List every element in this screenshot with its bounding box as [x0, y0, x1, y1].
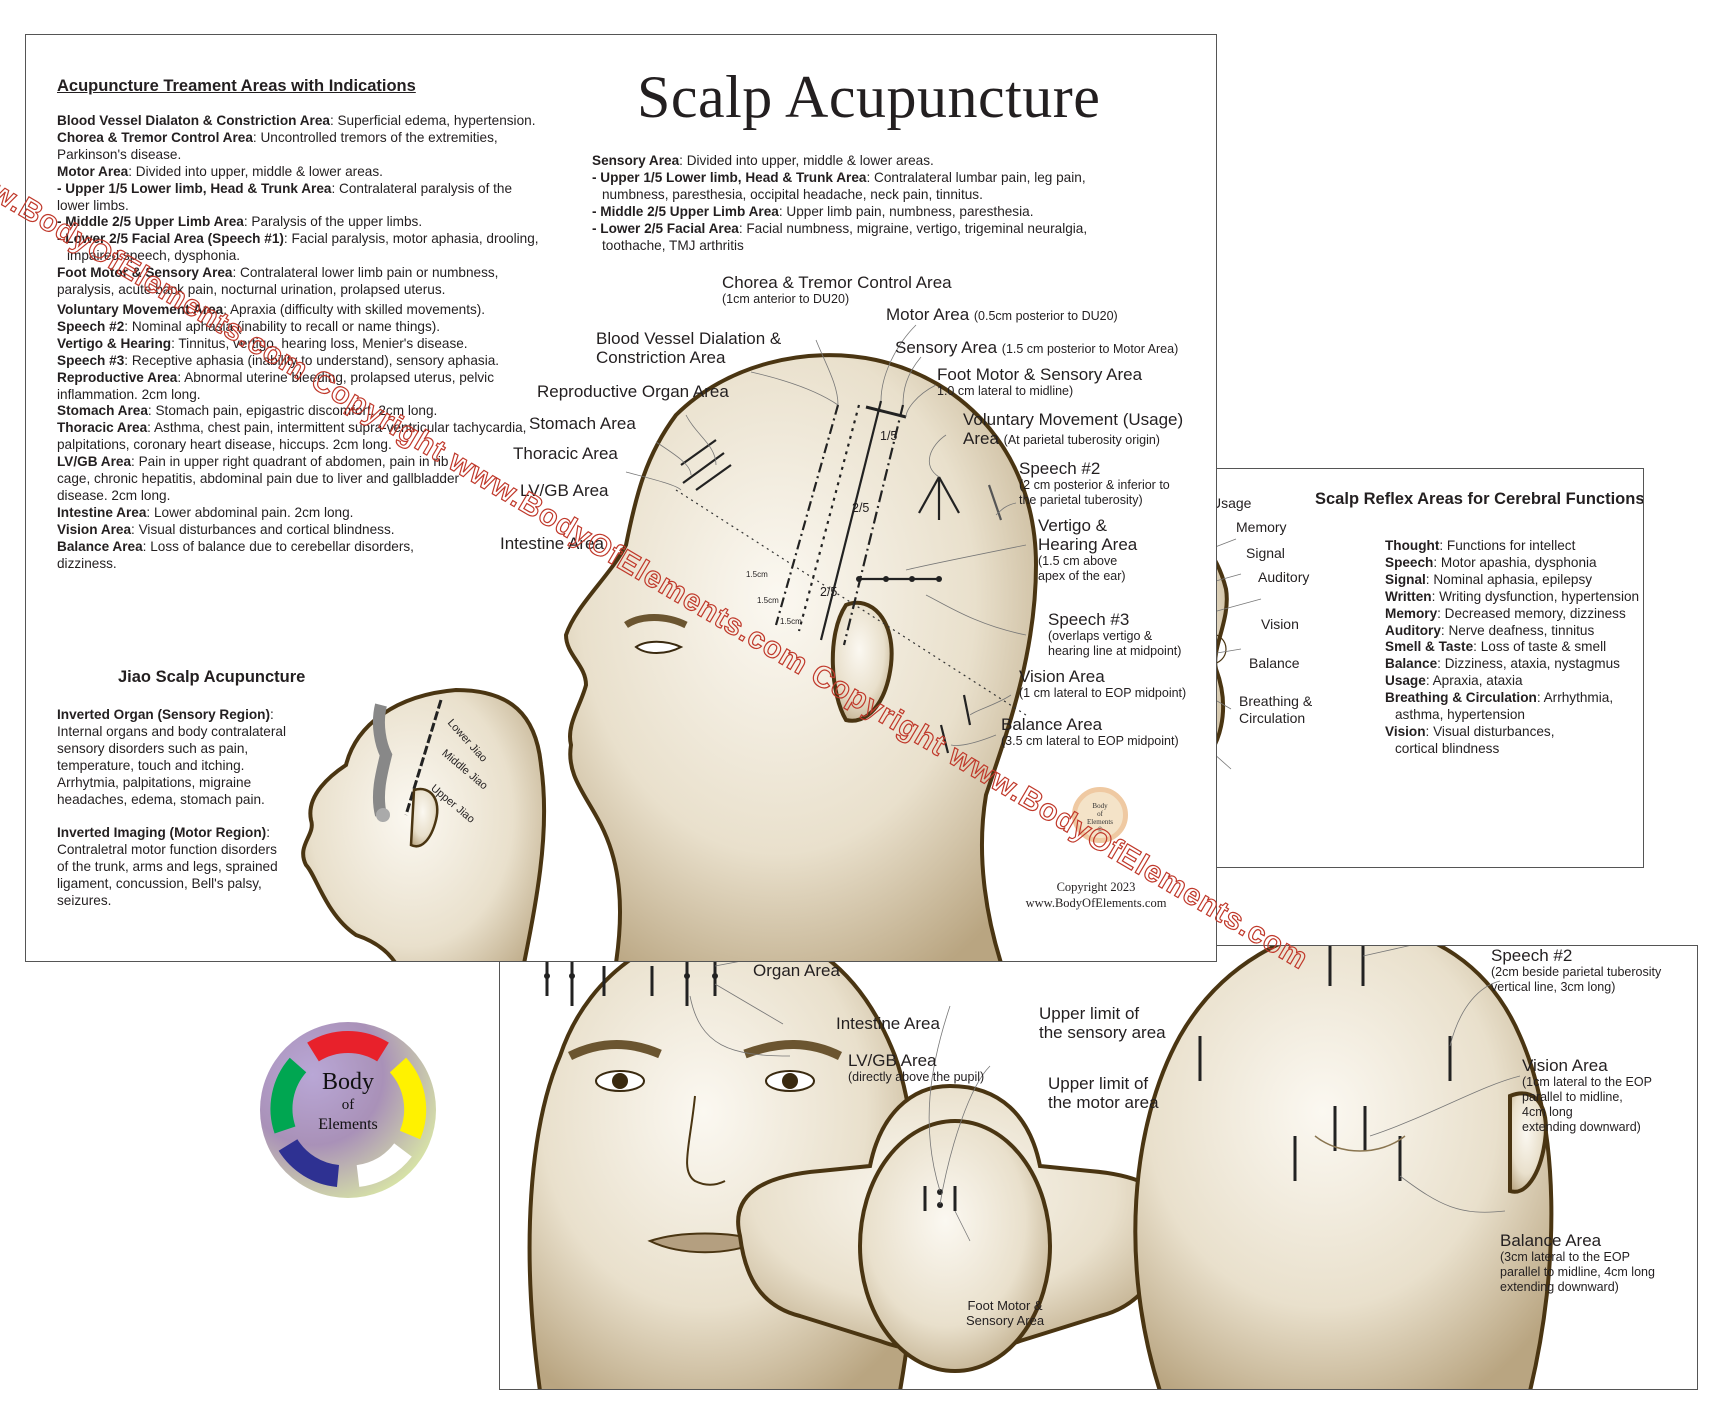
spacing-label: 1.5cm: [757, 596, 779, 605]
reflex-label-signal: Signal: [1246, 545, 1285, 561]
fraction-2-5-upper: 2/5: [852, 501, 870, 515]
side-head-illustration: [301, 324, 1039, 961]
reflex-label-breathing: Breathing & Circulation: [1239, 693, 1313, 726]
jiao-list: Inverted Organ (Sensory Region): Interna…: [57, 707, 289, 910]
indication-item: Stomach Area: Stomach pain, epigastric d…: [57, 403, 438, 419]
sensory-item: Sensory Area: Divided into upper, middle…: [592, 153, 934, 168]
indication-item: LV/GB Area: Pain in upper right quadrant…: [57, 454, 460, 503]
reflex-item: Smell & Taste: Loss of taste & smell: [1385, 639, 1607, 655]
indication-item: - Lower 2/5 Facial Area (Speech #1): Fac…: [57, 231, 539, 264]
indication-item: Motor Area: Divided into upper, middle &…: [57, 163, 383, 179]
label-vision-rear: Vision Area (1cm lateral to the EOP para…: [1522, 1056, 1652, 1134]
label-balance: Balance Area (3.5 cm lateral to EOP midp…: [1001, 715, 1179, 748]
indication-item: Vision Area: Visual disturbances and cor…: [57, 521, 395, 537]
spacing-label: 1.5cm: [746, 570, 768, 579]
indication-item: Blood Vessel Dialaton & Constriction Are…: [57, 113, 536, 128]
reflex-item: Thought: Functions for intellect: [1385, 538, 1576, 553]
spacing-label: 1.5cm: [780, 617, 802, 626]
scalp-acupuncture-panel: Scalp Acupuncture Acupuncture Treament A…: [25, 34, 1217, 962]
indication-item: Voluntary Movement Area: Apraxia (diffic…: [57, 301, 486, 317]
fraction-2-5-lower: 2/5: [820, 585, 838, 599]
label-intestine: Intestine Area: [500, 534, 604, 553]
label-foot-motor: Foot Motor & Sensory Area 1.0 cm lateral…: [937, 365, 1143, 398]
indication-item: Balance Area: Loss of balance due to cer…: [57, 538, 414, 571]
reflex-item: Auditory: Nerve deafness, tinnitus: [1385, 622, 1595, 638]
label-sensory: Sensory Area (1.5 cm posterior to Motor …: [895, 338, 1179, 357]
label-chorea: Chorea & Tremor Control Area (1cm anteri…: [722, 273, 952, 306]
label-intestine-front: Intestine Area: [836, 1014, 940, 1033]
sensory-item: - Middle 2/5 Upper Limb Area: Upper limb…: [592, 203, 1034, 219]
reflex-item: Speech: Motor apashia, dysphonia: [1385, 554, 1597, 570]
fraction-1-5: 1/5: [880, 429, 898, 443]
reflex-item: Balance: Dizziness, ataxia, nystagmus: [1385, 656, 1620, 672]
indication-item: Speech #3: Receptive aphasia (inability …: [57, 352, 500, 368]
reflex-item: Vision: Visual disturbances, cortical bl…: [1385, 723, 1555, 756]
jiao-item: Inverted Imaging (Motor Region): Contral…: [57, 825, 278, 909]
main-title: Scalp Acupuncture: [637, 64, 1101, 130]
copyright-notice: Copyright 2023 www.BodyOfElements.com: [1025, 880, 1167, 910]
indication-item: Foot Motor & Sensory Area: Contralateral…: [57, 265, 499, 298]
back-head-illustration: [1133, 946, 1554, 1389]
reflex-label-vision: Vision: [1261, 616, 1299, 632]
indications-heading: Acupuncture Treament Areas with Indicati…: [57, 77, 416, 95]
indication-item: Intestine Area: Lower abdominal pain. 2c…: [57, 504, 354, 520]
label-stomach: Stomach Area: [529, 414, 636, 433]
logo-text: Body of Elements: [318, 1069, 378, 1133]
reflex-item: Written: Writing dysfunction, hypertensi…: [1385, 588, 1640, 604]
label-foot-motor-top: Foot Motor & Sensory Area: [966, 1298, 1045, 1328]
sensory-description: Sensory Area: Divided into upper, middle…: [592, 153, 1137, 254]
reflex-heading: Scalp Reflex Areas for Cerebral Function…: [1315, 490, 1644, 508]
label-motor: Motor Area (0.5cm posterior to DU20): [886, 305, 1118, 324]
reflex-item: Signal: Nominal aphasia, epilepsy: [1385, 571, 1593, 587]
reflex-item: Memory: Decreased memory, dizziness: [1385, 605, 1626, 621]
small-logo: Body of Elements ©: [1072, 787, 1128, 843]
label-speech2: Speech #2 (2 cm posterior & inferior to …: [1019, 459, 1170, 507]
label-blood-vessel: Blood Vessel Dialation & Constriction Ar…: [596, 329, 782, 367]
label-vertigo: Vertigo & Hearing Area (1.5 cm above ape…: [1038, 516, 1138, 583]
indication-item: Speech #2: Nominal aphasia (inability to…: [57, 318, 441, 334]
indication-item: Chorea & Tremor Control Area: Uncontroll…: [57, 129, 498, 162]
body-of-elements-logo: Body of Elements: [258, 1020, 438, 1200]
logo-ring-icon: [260, 1022, 436, 1198]
reflex-label-auditory: Auditory: [1258, 569, 1310, 585]
indication-item: - Middle 2/5 Upper Limb Area: Paralysis …: [57, 214, 423, 230]
reflex-label-balance: Balance: [1249, 655, 1300, 671]
reflex-label-memory: Memory: [1236, 519, 1287, 535]
jiao-item: Inverted Organ (Sensory Region): Interna…: [57, 707, 286, 807]
indication-item: Reproductive Area: Abnormal uterine blee…: [57, 369, 495, 402]
label-thoracic: Thoracic Area: [513, 444, 618, 463]
scalp-reflex-panel: Usage Memory Signal Auditory Vision Bala…: [1150, 468, 1644, 868]
label-speech3: Speech #3 (overlaps vertigo & hearing li…: [1048, 610, 1182, 658]
label-balance-rear: Balance Area (3cm lateral to the EOP par…: [1500, 1231, 1655, 1294]
label-voluntary: Voluntary Movement (Usage) Area (At pari…: [963, 410, 1184, 448]
sensory-item: - Upper 1/5 Lower limb, Head & Trunk Are…: [592, 169, 1086, 202]
label-reproductive: Reproductive Organ Area: [537, 382, 729, 401]
reflex-list: Thought: Functions for intellect Speech:…: [1385, 538, 1643, 758]
back-views-illustration: [527, 946, 1554, 1389]
label-upper-limit-motor: Upper limit of the motor area: [1048, 1074, 1159, 1112]
indication-item: - Upper 1/5 Lower limb, Head & Trunk Are…: [57, 180, 513, 213]
label-lvgb-front: LV/GB Area (directly above the pupil): [848, 1051, 985, 1084]
back-views-panel: Reproductive Organ Area Intestine Area L…: [499, 945, 1698, 1390]
indication-item: Thoracic Area: Asthma, chest pain, inter…: [57, 420, 527, 453]
sensory-item: - Lower 2/5 Facial Area: Facial numbness…: [592, 220, 1088, 253]
label-vision: Vision Area (1 cm lateral to EOP midpoin…: [1019, 667, 1187, 700]
label-lvgb: LV/GB Area: [520, 481, 609, 500]
reflex-label-usage: Usage: [1211, 495, 1252, 511]
reflex-item: Usage: Apraxia, ataxia: [1385, 673, 1523, 689]
label-speech2-rear: Speech #2 (2cm beside parietal tuberosit…: [1491, 946, 1662, 994]
indications-list: Blood Vessel Dialaton & Constriction Are…: [57, 113, 547, 572]
label-upper-limit-sensory: Upper limit of the sensory area: [1039, 1004, 1166, 1042]
reflex-item: Breathing & Circulation: Arrhythmia, ast…: [1385, 690, 1614, 723]
jiao-heading: Jiao Scalp Acupuncture: [118, 668, 306, 686]
indication-item: Vertigo & Hearing: Tinnitus, vertigo, he…: [57, 335, 468, 351]
top-head-illustration: [736, 1005, 1174, 1373]
